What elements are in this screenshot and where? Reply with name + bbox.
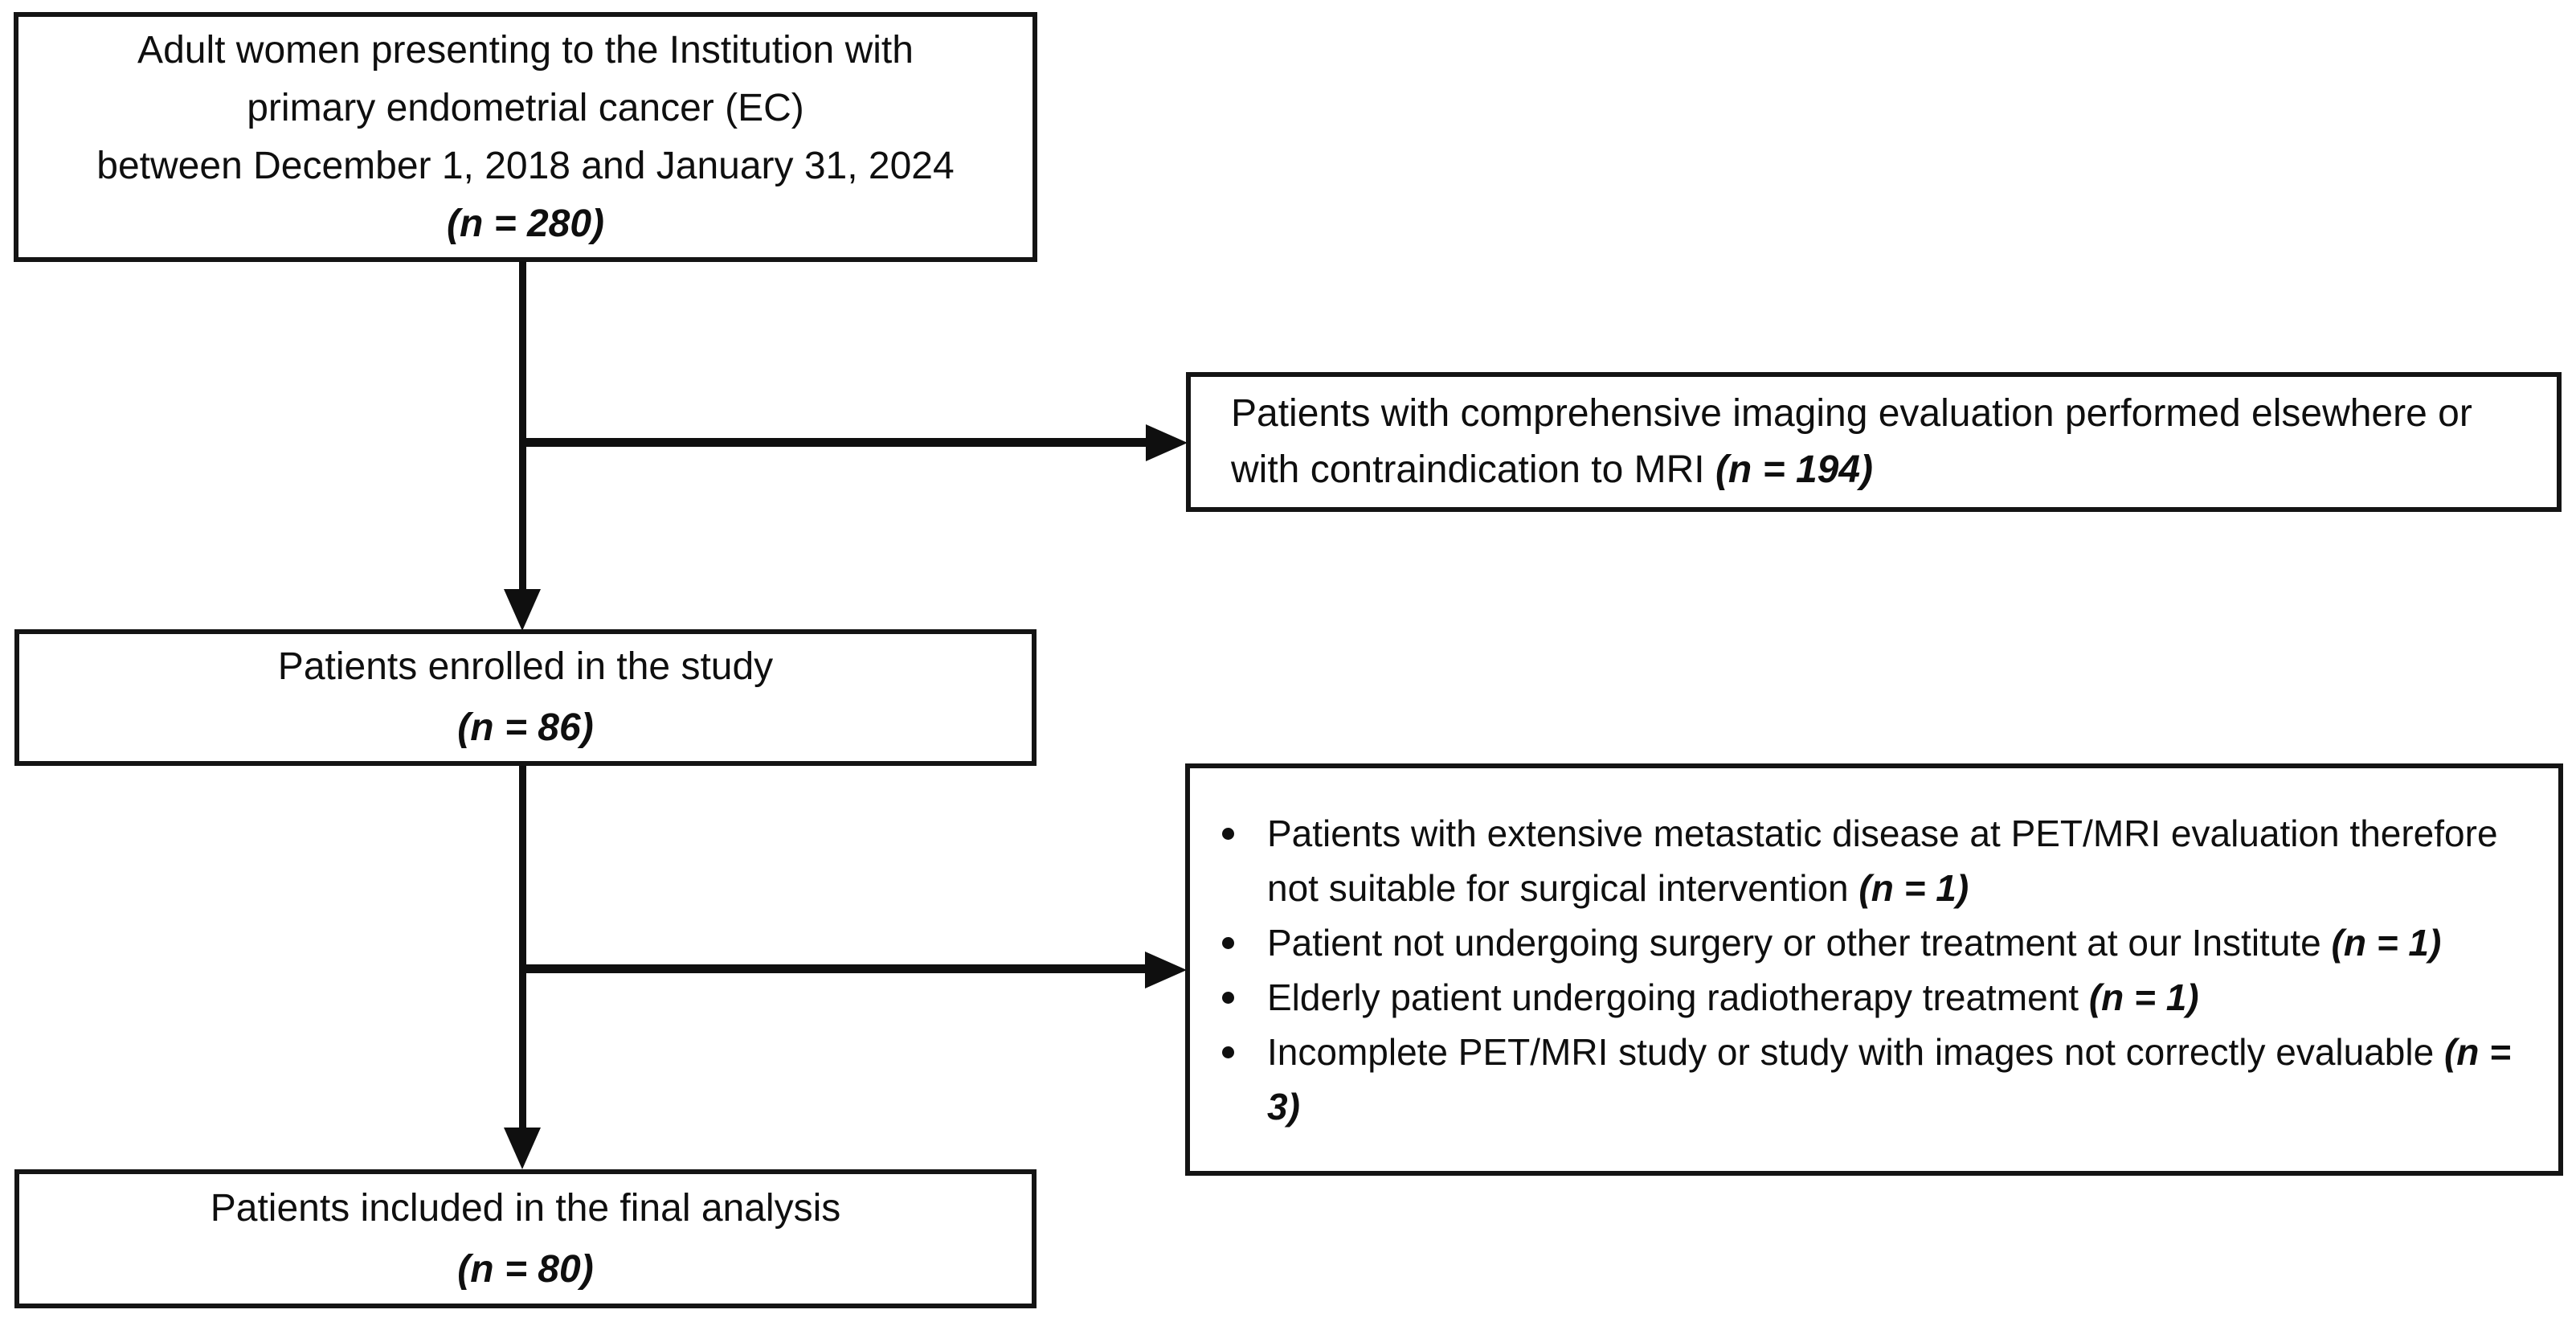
arrow-right-to-excluded-imaging-icon (1146, 424, 1188, 461)
box-excluded-imaging: Patients with comprehensive imaging eval… (1186, 372, 2562, 512)
connector-line-eligible-to-enrolled (519, 261, 526, 591)
box-final-analysis: Patients included in the final analysis … (14, 1169, 1037, 1308)
bullet-icon (1222, 1046, 1234, 1058)
list-item-exclusion-4: Incomplete PET/MRI study or study with i… (1190, 1025, 2550, 1134)
final-line-1: Patients included in the final analysis (210, 1186, 841, 1230)
bullet-icon (1222, 827, 1234, 840)
bullet-icon (1222, 936, 1234, 949)
excluded-imaging-n-count: (n = 194) (1715, 448, 1874, 491)
box-excluded-other-reasons: Patients with extensive metastatic disea… (1185, 763, 2563, 1176)
eligible-line-3: between December 1, 2018 and January 31,… (96, 144, 955, 187)
connector-line-to-excluded-other (522, 964, 1147, 973)
list-item-exclusion-2: Patient not undergoing surgery or other … (1190, 915, 2550, 970)
exclusion-2-n-count: (n = 1) (2331, 921, 2442, 964)
eligible-line-1: Adult women presenting to the Institutio… (137, 28, 914, 72)
exclusion-reason-list: Patients with extensive metastatic disea… (1190, 806, 2550, 1134)
arrow-down-to-enrolled-icon (504, 589, 541, 631)
eligible-line-2: primary endometrial cancer (EC) (247, 86, 804, 129)
list-item-exclusion-3: Elderly patient undergoing radiotherapy … (1190, 970, 2550, 1025)
box-enrolled: Patients enrolled in the study (n = 86) (14, 629, 1037, 766)
excluded-imaging-text-wrap: Patients with comprehensive imaging eval… (1231, 386, 2517, 498)
arrow-right-to-excluded-other-icon (1145, 952, 1187, 988)
eligible-n-count: (n = 280) (446, 202, 605, 245)
exclusion-2-text: Patient not undergoing surgery or other … (1267, 921, 2332, 964)
box-eligible-population: Adult women presenting to the Institutio… (14, 12, 1037, 262)
final-n-count: (n = 80) (457, 1247, 594, 1291)
arrow-down-to-final-icon (504, 1128, 541, 1169)
exclusion-1-n-count: (n = 1) (1858, 866, 1969, 909)
enrolled-n-count: (n = 86) (457, 706, 594, 749)
exclusion-4-n-count: (n = 3) (1267, 1030, 2512, 1128)
exclusion-1-text: Patients with extensive metastatic disea… (1267, 812, 2498, 909)
enrolled-line-1: Patients enrolled in the study (277, 645, 774, 688)
connector-line-enrolled-to-final (519, 766, 526, 1129)
exclusion-3-n-count: (n = 1) (2088, 976, 2199, 1018)
list-item-exclusion-1: Patients with extensive metastatic disea… (1190, 806, 2550, 915)
bullet-icon (1222, 991, 1234, 1004)
excluded-imaging-text: Patients with comprehensive imaging eval… (1231, 392, 2472, 491)
exclusion-3-text: Elderly patient undergoing radiotherapy … (1267, 976, 2089, 1018)
connector-line-to-excluded-imaging (522, 438, 1149, 447)
exclusion-4-text: Incomplete PET/MRI study or study with i… (1267, 1030, 2444, 1073)
